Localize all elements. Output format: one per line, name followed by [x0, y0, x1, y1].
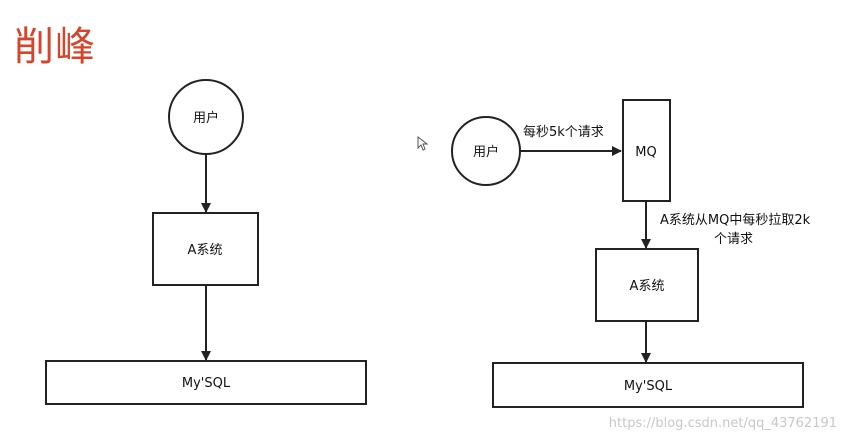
right-system-label: A系统 [630, 279, 665, 294]
right-database-node [492, 362, 804, 408]
page-title: 削峰 [14, 24, 96, 70]
left-diagram: 用户 A系统 My'SQL [45, 79, 367, 405]
left-system-label: A系统 [188, 243, 223, 258]
right-arrow-mq-to-system-label-line2: 个请求 [714, 232, 753, 247]
right-diagram: 用户 每秒5k个请求 MQ A系统从MQ中每秒拉取2k 个请求 A系统 My'S… [451, 99, 811, 408]
right-user-label: 用户 [473, 144, 499, 160]
right-arrow-user-to-mq-label: 每秒5k个请求 [523, 124, 604, 140]
watermark-text: https://blog.csdn.net/qq_43762191 [608, 416, 837, 431]
left-database-node [45, 360, 367, 405]
right-mq-label: MQ [635, 145, 656, 160]
mouse-cursor-icon [417, 136, 429, 151]
left-database-label: My'SQL [182, 376, 231, 391]
right-database-label: My'SQL [624, 379, 673, 394]
right-arrow-mq-to-system-label-line1: A系统从MQ中每秒拉取2k [660, 212, 811, 228]
left-user-label: 用户 [193, 110, 219, 126]
